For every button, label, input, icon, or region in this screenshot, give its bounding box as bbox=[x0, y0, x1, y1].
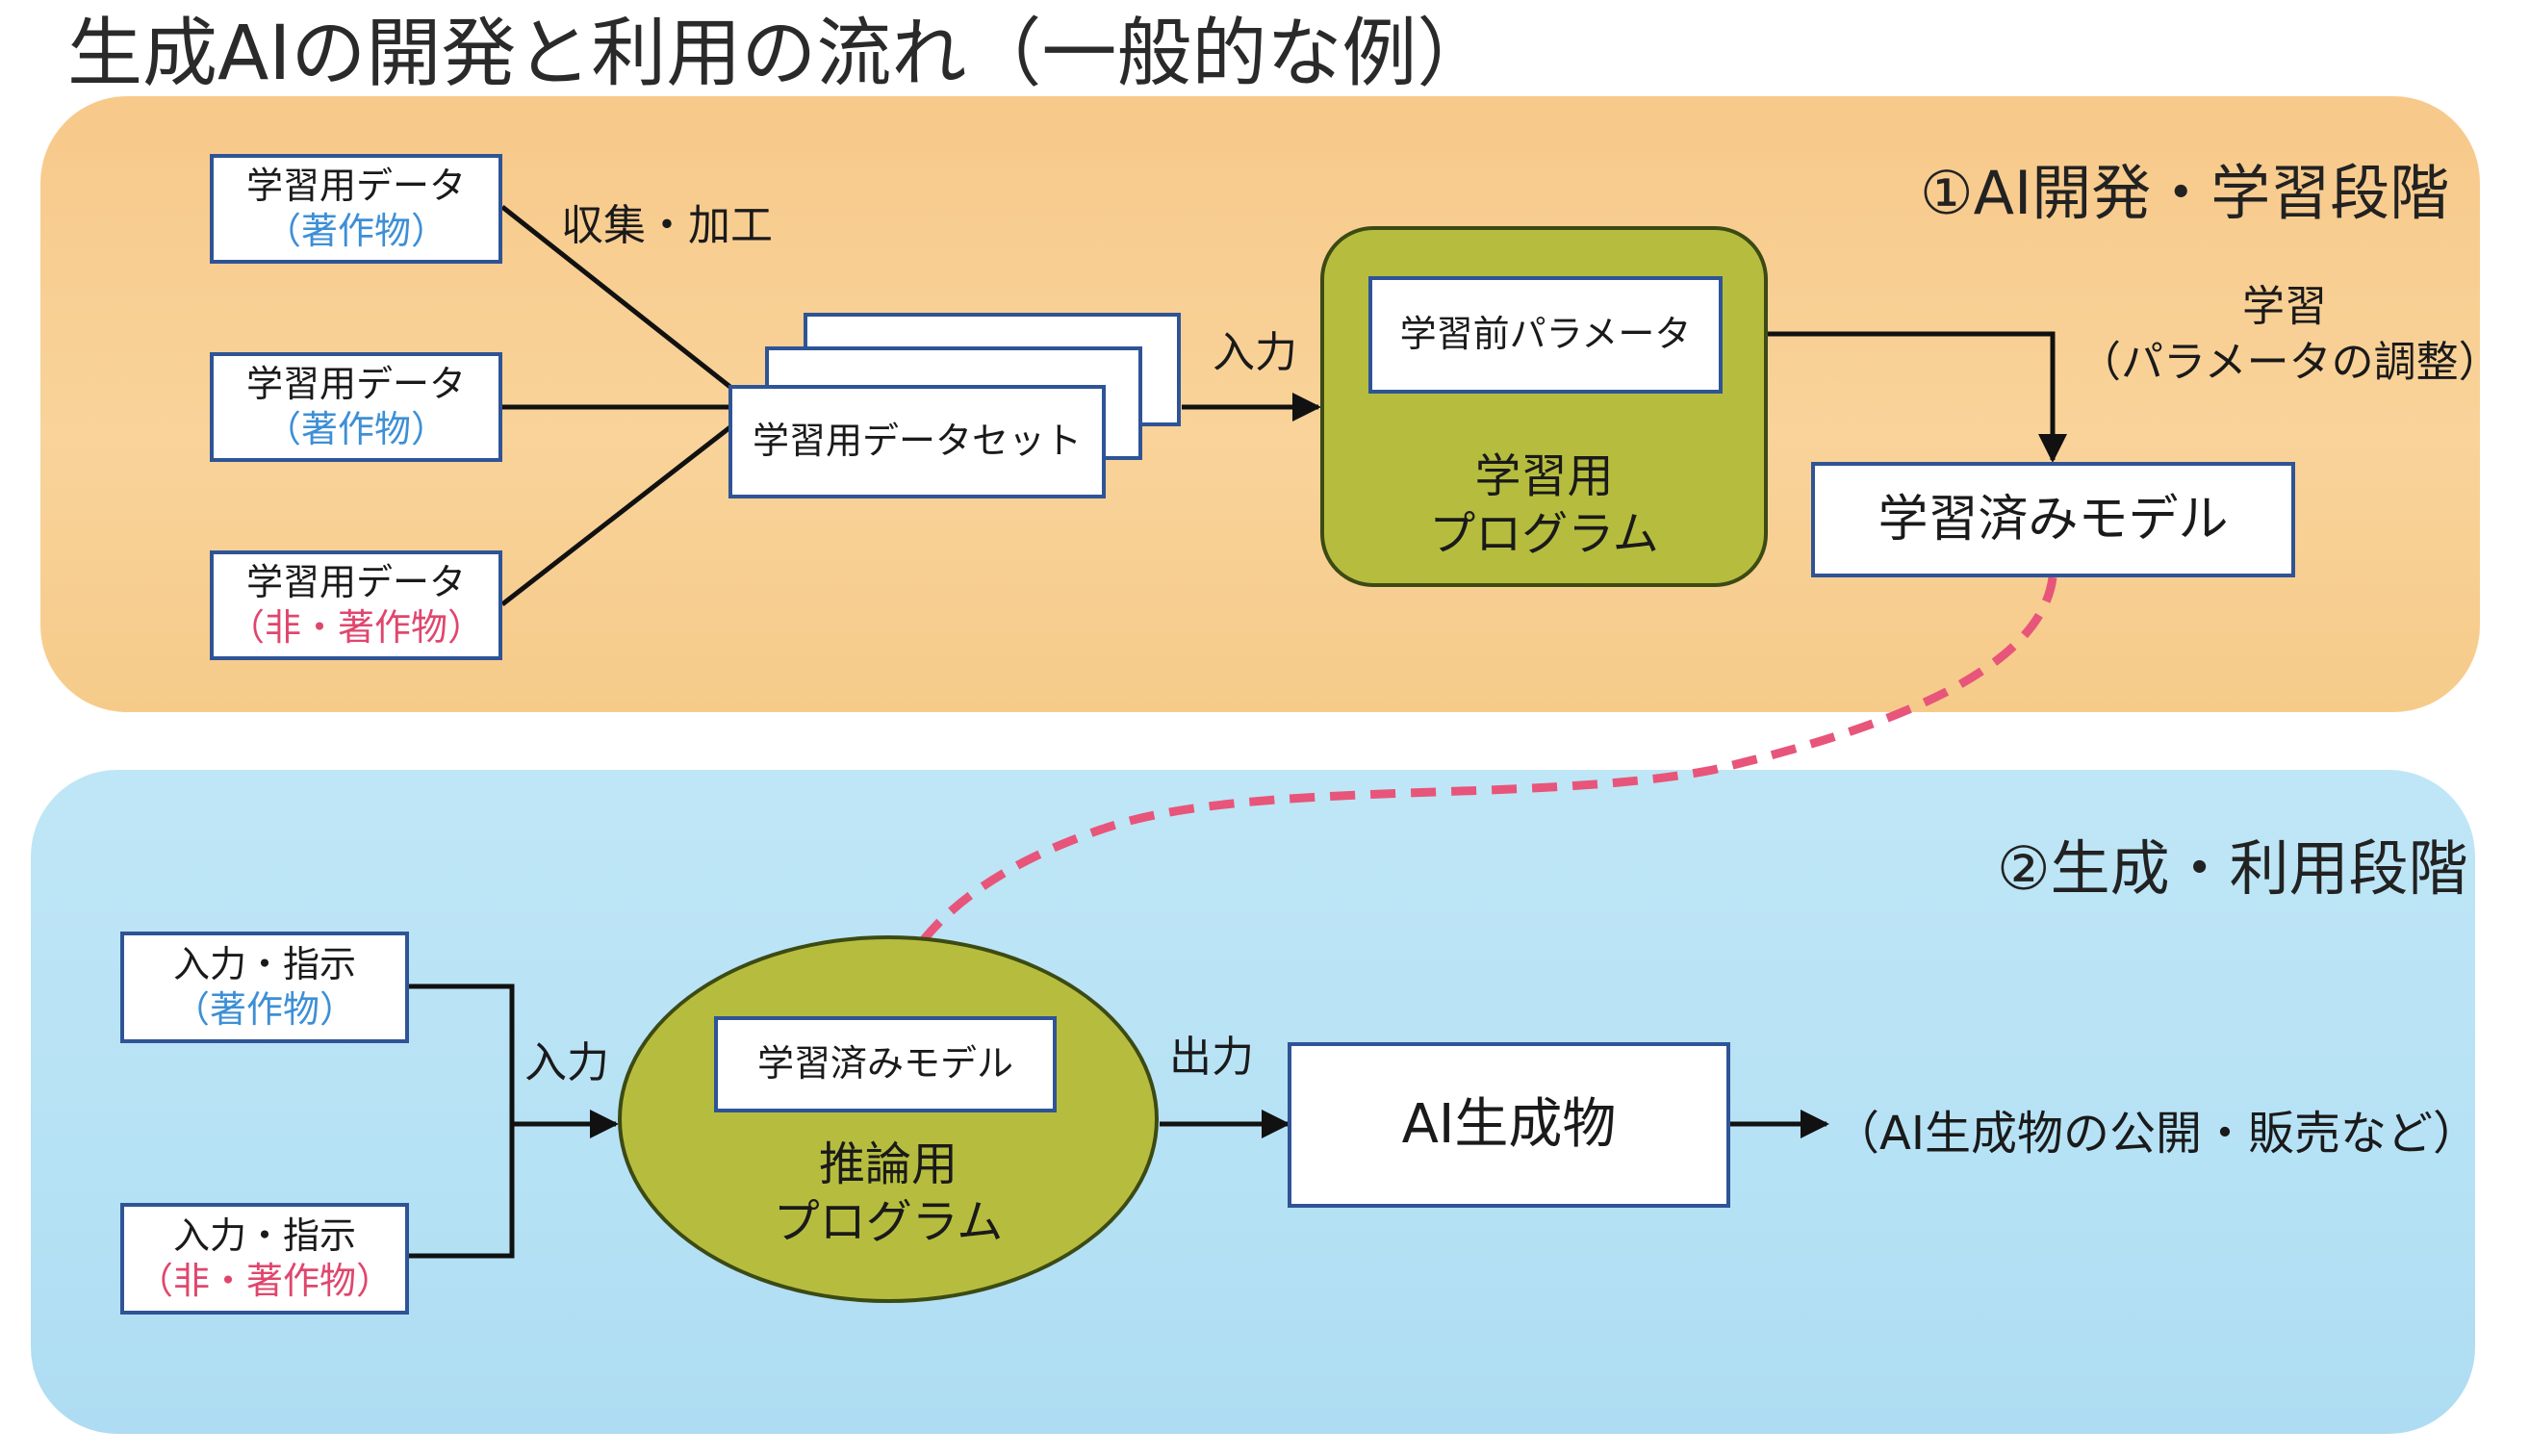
dashed-arrow-model-transfer bbox=[877, 576, 2057, 1014]
stage2-panel bbox=[31, 770, 2475, 1434]
input-instruction-label: 入力・指示 bbox=[172, 1213, 356, 1257]
input-instruction-box-2: 入力・指示 （非・著作物） bbox=[120, 1203, 409, 1315]
non-copyright-label: （非・著作物） bbox=[227, 606, 484, 649]
training-program-label: 学習用 プログラム bbox=[1320, 447, 1768, 563]
copyright-label: （著作物） bbox=[264, 408, 447, 450]
input-label-stage2: 入力 bbox=[524, 1038, 609, 1087]
input-label-stage1: 入力 bbox=[1213, 328, 1297, 377]
inference-program-ellipse bbox=[618, 935, 1159, 1303]
line-data3-to-dataset bbox=[500, 424, 733, 606]
trained-model-box: 学習済みモデル bbox=[1811, 462, 2295, 577]
dataset-box: 学習用データセット bbox=[728, 385, 1106, 498]
inference-program-line2: プログラム bbox=[773, 1195, 1004, 1249]
ai-product-label: AI生成物 bbox=[1401, 1093, 1617, 1156]
non-copyright-label: （非・著作物） bbox=[136, 1260, 393, 1302]
training-data-label: 学習用データ bbox=[245, 164, 466, 207]
training-data-label: 学習用データ bbox=[245, 362, 466, 405]
ai-product-box: AI生成物 bbox=[1288, 1042, 1730, 1208]
learning-label: 学習 bbox=[2242, 282, 2327, 331]
inference-program-line1: 推論用 bbox=[818, 1137, 958, 1191]
copyright-label: （著作物） bbox=[172, 988, 356, 1031]
stage1-label: ①AI開発・学習段階 bbox=[1920, 158, 2450, 228]
publish-sale-label: （AI生成物の公開・販売など） bbox=[1833, 1107, 2479, 1161]
training-program-line2: プログラム bbox=[1429, 507, 1659, 561]
bracket-inputs bbox=[409, 983, 515, 1259]
input-instruction-label: 入力・指示 bbox=[172, 942, 356, 985]
training-program-line1: 学習用 bbox=[1474, 449, 1614, 503]
copyright-label: （著作物） bbox=[264, 210, 447, 252]
page-title: 生成AIの開発と利用の流れ（一般的な例） bbox=[67, 11, 1493, 97]
param-adjust-label: （パラメータの調整） bbox=[2079, 338, 2501, 387]
trained-model-box-inference: 学習済みモデル bbox=[714, 1016, 1057, 1112]
stage2-label: ②生成・利用段階 bbox=[1997, 833, 2468, 904]
pre-training-params-label: 学習前パラメータ bbox=[1399, 313, 1692, 356]
output-label: 出力 bbox=[1169, 1033, 1254, 1082]
pre-training-params-box: 学習前パラメータ bbox=[1368, 276, 1723, 394]
input-instruction-box-1: 入力・指示 （著作物） bbox=[120, 932, 409, 1043]
arrow-params-to-model bbox=[1723, 331, 2067, 463]
collect-process-label: 収集・加工 bbox=[561, 201, 773, 250]
training-data-box-1: 学習用データ （著作物） bbox=[210, 154, 502, 264]
training-data-label: 学習用データ bbox=[245, 560, 466, 603]
training-data-box-3: 学習用データ （非・著作物） bbox=[210, 550, 502, 660]
dataset-label: 学習用データセット bbox=[752, 420, 1082, 463]
training-data-box-2: 学習用データ （著作物） bbox=[210, 352, 502, 462]
line-data1-to-dataset bbox=[500, 205, 733, 390]
trained-model-label: 学習済みモデル bbox=[1878, 490, 2229, 549]
trained-model-label: 学習済みモデル bbox=[756, 1042, 1013, 1086]
inference-program-label: 推論用 プログラム bbox=[618, 1136, 1159, 1251]
